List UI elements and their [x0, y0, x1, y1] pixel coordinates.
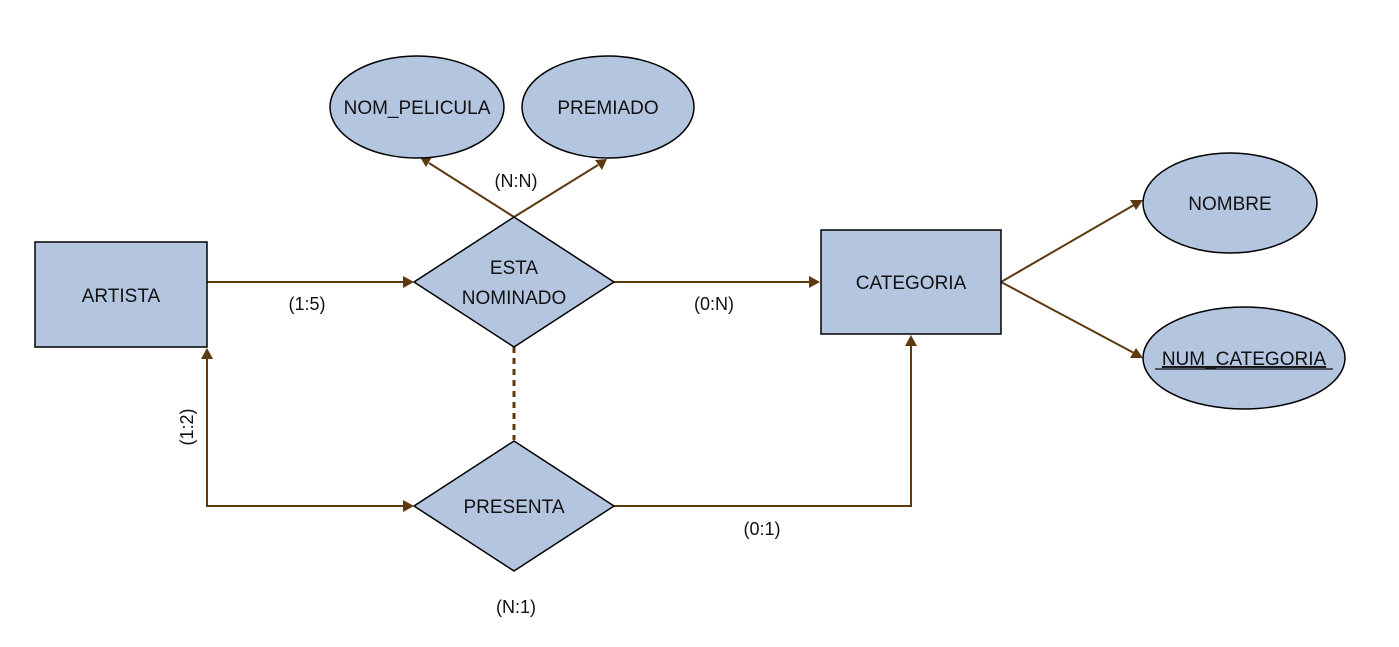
entity-artista-label: ARTISTA: [82, 286, 161, 307]
attribute-nombre: NOMBRE: [1142, 152, 1318, 254]
relationship-esta-nominado-line2: NOMINADO: [462, 288, 567, 309]
relationship-presenta: PRESENTA: [412, 440, 616, 572]
arrowhead: [595, 159, 607, 170]
attribute-nom-pelicula: NOM_PELICULA: [329, 55, 505, 159]
cardinality-presenta-categoria: (0:1): [743, 519, 780, 539]
cardinality-esta-nominado-categoria: (0:N): [694, 294, 734, 314]
arrowhead: [1130, 348, 1143, 358]
cardinalities: (N:N) (1:5) (0:N) (1:2) (0:1) (N:1): [177, 171, 781, 617]
edge-esta-nominado-premiado: [513, 164, 599, 218]
arrowhead: [403, 500, 414, 512]
arrowhead: [1130, 200, 1143, 210]
entity-categoria-label: CATEGORIA: [856, 273, 967, 294]
edge-categoria-nombre: [1000, 204, 1135, 283]
attribute-premiado: PREMIADO: [521, 55, 695, 159]
arrowhead: [403, 276, 414, 288]
edge-presenta-artista: [206, 357, 406, 507]
arrowhead: [809, 276, 820, 288]
cardinality-artista-esta-nominado: (1:5): [288, 294, 325, 314]
entity-artista: ARTISTA: [34, 241, 208, 348]
relationship-presenta-label: PRESENTA: [463, 497, 564, 518]
edge-presenta-categoria: [614, 344, 912, 507]
edge-esta-nominado-nom-pelicula: [428, 162, 515, 218]
relationship-esta-nominado: ESTA NOMINADO: [412, 216, 616, 348]
cardinality-esta-nominado-type: (N:N): [495, 171, 538, 191]
attribute-nom-pelicula-label: NOM_PELICULA: [344, 98, 491, 119]
arrowhead: [201, 348, 213, 359]
attribute-num-categoria-label: NUM_CATEGORIA: [1162, 349, 1327, 370]
connectors: [201, 157, 1143, 512]
relationship-esta-nominado-line1: ESTA: [490, 258, 539, 279]
arrowhead: [905, 335, 917, 346]
cardinality-artista-presenta: (1:2): [177, 408, 197, 445]
attribute-nombre-label: NOMBRE: [1188, 194, 1271, 215]
attribute-premiado-label: PREMIADO: [557, 98, 658, 119]
attribute-num-categoria: NUM_CATEGORIA: [1142, 306, 1346, 410]
arrowhead: [420, 157, 432, 167]
entity-categoria: CATEGORIA: [820, 229, 1002, 335]
cardinality-presenta-type: (N:1): [496, 597, 536, 617]
edge-categoria-num-categoria: [1000, 281, 1135, 354]
